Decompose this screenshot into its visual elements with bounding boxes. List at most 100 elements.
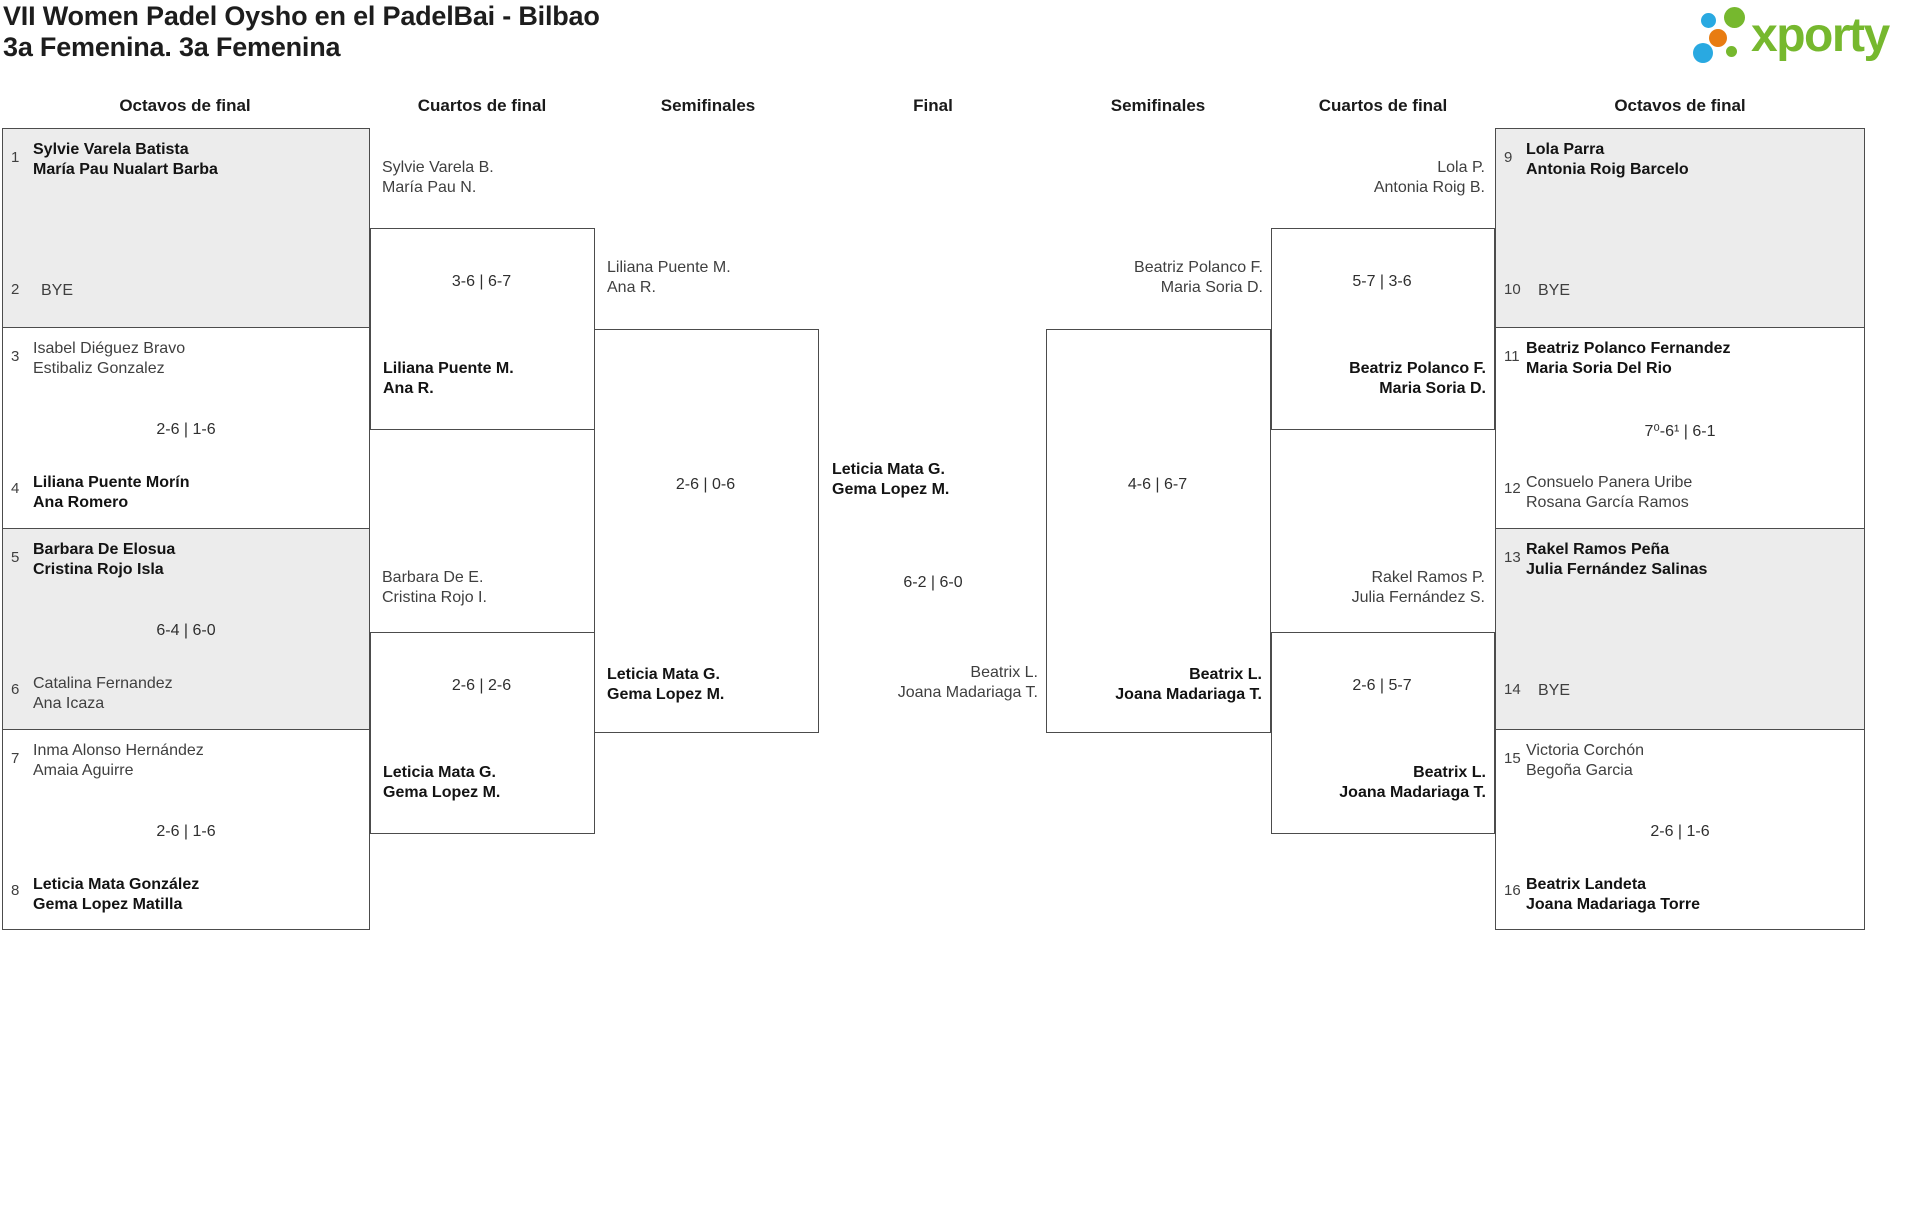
seed-number: 15: [1504, 750, 1521, 767]
player-line: Joana Madariaga T.: [1115, 686, 1262, 703]
player-line: Leticia Mata G.: [383, 764, 496, 781]
match-score: 5-7 | 3-6: [1352, 273, 1412, 290]
player-line: Inma Alonso Hernández: [33, 742, 204, 759]
seed-number: 13: [1504, 549, 1521, 566]
player-line: Maria Soria D.: [1160, 279, 1263, 296]
player-line: Beatriz Polanco Fernandez: [1526, 340, 1731, 357]
player-line: Ana R.: [383, 380, 434, 397]
player-line: Joana Madariaga T.: [1339, 784, 1486, 801]
logo-wordmark: xporty: [1751, 9, 1890, 62]
seed-number: 4: [11, 480, 20, 497]
qf-match-box-4: 2-6 | 5-7 Beatrix L. Joana Madariaga T.: [1271, 632, 1495, 834]
r16-match-box-7: 13 Rakel Ramos Peña Julia Fernández Sali…: [1495, 528, 1865, 730]
match-winner-label: Beatrix L. Joana Madariaga T.: [1339, 763, 1486, 803]
team-names: Sylvie Varela Batista María Pau Nualart …: [33, 140, 218, 180]
sf-match-box-right: 4-6 | 6-7 Beatrix L. Joana Madariaga T.: [1046, 329, 1271, 733]
match-score: 2-6 | 1-6: [1650, 823, 1710, 840]
round-header: Semifinales: [1110, 96, 1206, 115]
team-names: BYE: [1538, 681, 1570, 701]
round-header: Octavos de final: [119, 96, 251, 115]
player-line: Gema Lopez Matilla: [33, 896, 183, 913]
match-score: 6-4 | 6-0: [156, 622, 216, 639]
player-line: Joana Madariaga Torre: [1526, 896, 1700, 913]
player-line: Antonia Roig B.: [1373, 179, 1485, 196]
match-winner-label: Leticia Mata G. Gema Lopez M.: [383, 763, 500, 803]
player-line: Gema Lopez M.: [383, 784, 501, 801]
player-line: Beatrix Landeta: [1526, 876, 1647, 893]
player-line: Beatrix L.: [1189, 666, 1262, 683]
player-line: BYE: [41, 282, 74, 299]
player-line: María Pau N.: [382, 179, 477, 196]
match-score: 2-6 | 2-6: [451, 677, 512, 694]
team-names: Lola Parra Antonia Roig Barcelo: [1526, 140, 1689, 180]
player-line: Antonia Roig Barcelo: [1526, 161, 1689, 178]
seed-number: 2: [11, 281, 20, 298]
team-names: Barbara De Elosua Cristina Rojo Isla: [33, 540, 175, 580]
team-names: Liliana Puente Morín Ana Romero: [33, 473, 189, 513]
player-line: Cristina Rojo I.: [382, 589, 487, 606]
r16-match-box-2: 3 Isabel Diéguez Bravo Estibaliz Gonzale…: [2, 327, 370, 529]
xporty-logo[interactable]: xporty: [1682, 0, 1914, 72]
player-line: Rakel Ramos Peña: [1526, 541, 1670, 558]
qf-match-box-1: 3-6 | 6-7 Liliana Puente M. Ana R.: [370, 228, 595, 430]
seed-number: 1: [11, 149, 20, 166]
category-subtitle: 3a Femenina. 3a Femenina: [3, 32, 341, 62]
player-line: Ana Icaza: [33, 695, 105, 712]
player-line: Victoria Corchón: [1526, 742, 1644, 759]
match-score: 2-6 | 1-6: [156, 421, 216, 438]
match-score: 3-6 | 6-7: [451, 273, 512, 290]
player-line: Begoña Garcia: [1526, 762, 1633, 779]
player-line: Catalina Fernandez: [33, 675, 173, 692]
sf-match-box-left: 2-6 | 0-6 Leticia Mata G. Gema Lopez M.: [594, 329, 819, 733]
player-line: Liliana Puente Morín: [33, 474, 190, 491]
player-line: Sylvie Varela Batista: [33, 141, 189, 158]
player-line: Julia Fernández S.: [1351, 589, 1485, 606]
advancing-team-label: Lola P. Antonia Roig B.: [1374, 158, 1485, 198]
advancing-team-label: Liliana Puente M. Ana R.: [607, 258, 731, 298]
team-names: Victoria Corchón Begoña Garcia: [1526, 741, 1644, 781]
seed-number: 8: [11, 882, 20, 899]
player-line: BYE: [1538, 282, 1571, 299]
player-line: Ana R.: [607, 279, 656, 296]
r16-match-box-5: 9 Lola Parra Antonia Roig Barcelo 10 BYE: [1495, 128, 1865, 328]
round-header: Semifinales: [660, 96, 756, 115]
player-line: Consuelo Panera Uribe: [1526, 474, 1693, 491]
seed-number: 11: [1504, 348, 1520, 365]
seed-number: 16: [1504, 882, 1521, 899]
player-line: Beatriz Polanco F.: [1349, 360, 1486, 377]
player-line: Amaia Aguirre: [33, 762, 134, 779]
seed-number: 14: [1504, 681, 1521, 698]
logo-dot-blue-small: [1701, 13, 1716, 28]
player-line: Lola P.: [1437, 159, 1485, 176]
player-line: Rakel Ramos P.: [1371, 569, 1485, 586]
player-line: Estibaliz Gonzalez: [33, 360, 165, 377]
player-line: Cristina Rojo Isla: [33, 561, 164, 578]
logo-dot-blue-large: [1693, 43, 1713, 63]
player-line: María Pau Nualart Barba: [33, 161, 218, 178]
r16-match-box-6: 11 Beatriz Polanco Fernandez Maria Soria…: [1495, 327, 1865, 529]
logo-dot-green-small: [1726, 46, 1737, 57]
advancing-team-label: Sylvie Varela B. María Pau N.: [382, 158, 494, 198]
player-line: Gema Lopez M.: [607, 686, 725, 703]
round-header: Octavos de final: [1614, 96, 1746, 115]
advancing-team-label: Barbara De E. Cristina Rojo I.: [382, 568, 487, 608]
player-line: Barbara De E.: [382, 569, 484, 586]
seed-number: 7: [11, 750, 20, 767]
team-names: Beatrix Landeta Joana Madariaga Torre: [1526, 875, 1700, 915]
player-line: Leticia Mata González: [33, 876, 200, 893]
player-line: Rosana García Ramos: [1526, 494, 1689, 511]
advancing-team-label: Beatriz Polanco F. Maria Soria D.: [1134, 258, 1263, 298]
r16-match-box-3: 5 Barbara De Elosua Cristina Rojo Isla 6…: [2, 528, 370, 730]
team-names: Rakel Ramos Peña Julia Fernández Salinas: [1526, 540, 1707, 580]
r16-match-box-1: 1 Sylvie Varela Batista María Pau Nualar…: [2, 128, 370, 328]
tournament-title: VII Women Padel Oysho en el PadelBai - B…: [3, 1, 600, 31]
player-line: Isabel Diéguez Bravo: [33, 340, 186, 357]
round-header: Cuartos de final: [417, 96, 547, 115]
qf-match-box-3: 5-7 | 3-6 Beatriz Polanco F. Maria Soria…: [1271, 228, 1495, 430]
player-line: Beatrix L.: [1413, 764, 1486, 781]
final-score: 6-2 | 6-0: [903, 574, 963, 591]
team-names: Inma Alonso Hernández Amaia Aguirre: [33, 741, 204, 781]
seed-number: 12: [1504, 480, 1521, 497]
match-winner-label: Beatriz Polanco F. Maria Soria D.: [1349, 359, 1486, 399]
